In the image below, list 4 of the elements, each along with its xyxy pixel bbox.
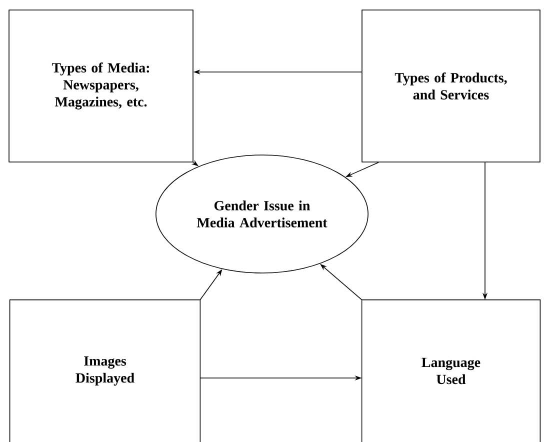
text-box: Types of Media: Newspapers, Magazines, etc. xyxy=(8,10,194,162)
text-box: Language Used xyxy=(361,299,541,442)
text-box: Images Displayed xyxy=(9,299,201,442)
text-box: Types of Products, and Services xyxy=(362,10,540,162)
